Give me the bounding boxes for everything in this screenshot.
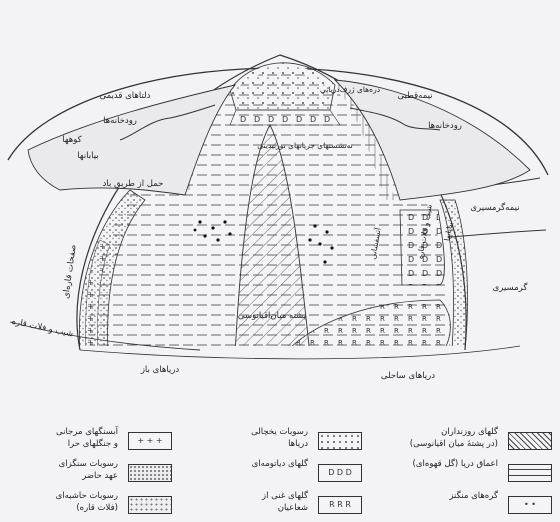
legend-label-marginal: رسوبات حاشیه‌ای (فلات قاره) [8, 490, 118, 514]
diatom-zone-top [230, 110, 340, 125]
label-subtropical: نیمه‌گرمسیری [470, 202, 519, 213]
legend-item-manganese: • • گرەهای منگنز [380, 490, 560, 520]
legend: گلهای روزنداران (در پشتهٔ میان اقیانوسی)… [0, 418, 560, 522]
coast-bottom [80, 346, 520, 359]
legend-label-recent_sediment: رسوبات سنگزای عهد حاضر [8, 458, 118, 482]
label-mountains: کوهها [62, 135, 82, 145]
legend-label-diatom: گلهای دیاتومه‌ای [198, 458, 308, 470]
legend-swatch-recent_sediment [128, 464, 172, 482]
label-turbidity-deposits: تەنشستهای جریانهای توربیدیتی [257, 141, 353, 150]
legend-swatch-manganese: • • [508, 496, 552, 514]
legend-item-radiolaria_ooze: R R R گلهای غنی از شعاعیان [190, 490, 370, 520]
legend-item-coral: + + + آبسنگهای مرجانی و جنگلهای حرا [0, 426, 180, 456]
legend-item-marginal: رسوبات حاشیه‌ای (فلات قاره) [0, 490, 180, 520]
legend-item-diatom: D D D گلهای دیاتومه‌ای [190, 458, 370, 488]
label-mid-ocean-ridge: پشته میان‌اقیانوسی [238, 311, 307, 321]
label-continental-platform: صفحات قاره‌ای [61, 244, 78, 299]
legend-swatch-radiolaria_ooze: R R R [318, 496, 362, 514]
legend-label-radiolarian: گلهای روزنداران (در پشتهٔ میان اقیانوسی) [388, 426, 498, 450]
label-subpolar: نیمەقطبی [397, 91, 432, 101]
label-deserts: بیابانها [77, 151, 98, 161]
legend-swatch-coral: + + + [128, 432, 172, 450]
label-open-seas: دریاهای باز [140, 365, 180, 375]
label-wind-transport: حمل از طریق باد [103, 179, 164, 189]
legend-item-deep_clay: اعماق دریا (گل قهوه‌ای) [380, 458, 560, 488]
label-shelf-slope-left: شیب و فلات قاره [11, 317, 74, 340]
legend-swatch-deep_clay [508, 464, 552, 482]
legend-item-recent_sediment: رسوبات سنگزای عهد حاضر [0, 458, 180, 488]
legend-swatch-glacial [318, 432, 362, 450]
label-rivers-right: رودخانه‌ها [428, 121, 462, 131]
legend-swatch-diatom: D D D [318, 464, 362, 482]
legend-label-manganese: گرەهای منگنز [388, 490, 498, 502]
label-deep-trenches: درەهای ژرف‌دریایی [320, 85, 380, 94]
label-rivers-left: رودخانه‌ها [103, 116, 137, 126]
legend-label-coral: آبسنگهای مرجانی و جنگلهای حرا [8, 426, 118, 450]
legend-item-glacial: رسوبات یخچالی دریاها [190, 426, 370, 456]
legend-label-radiolaria_ooze: گلهای غنی از شعاعیان [198, 490, 308, 514]
label-coastal-seas: دریاهای ساحلی [381, 371, 435, 381]
ocean-sediment-diagram: D R + [0, 0, 560, 418]
legend-label-deep_clay: اعماق دریا (گل قهوه‌ای) [388, 458, 498, 470]
label-tropical: گرمسیری [493, 282, 529, 293]
legend-swatch-marginal [128, 496, 172, 514]
label-ancient-deltas: دلتاهای قدیمی [100, 91, 151, 101]
legend-item-radiolarian: گلهای روزنداران (در پشتهٔ میان اقیانوسی) [380, 426, 560, 456]
legend-label-glacial: رسوبات یخچالی دریاها [198, 426, 308, 450]
legend-swatch-radiolarian [508, 432, 552, 450]
